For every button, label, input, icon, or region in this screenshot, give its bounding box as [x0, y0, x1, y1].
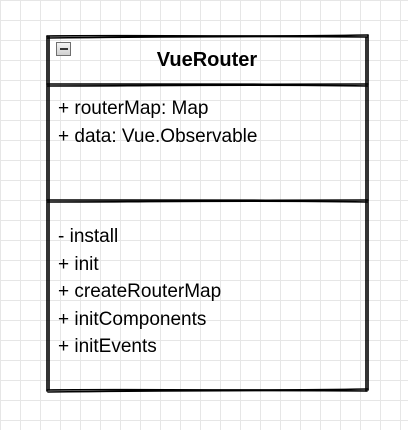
- attribute-list: + routerMap: Map + data: Vue.Observable: [58, 95, 257, 150]
- method-list: - install + init + createRouterMap + ini…: [58, 223, 221, 361]
- method-item: - install: [58, 226, 119, 247]
- collapse-minus-icon[interactable]: [56, 42, 71, 56]
- attribute-item: + routerMap: Map: [58, 98, 209, 119]
- method-item: + initComponents: [58, 308, 207, 330]
- method-item: + initEvents: [58, 336, 157, 357]
- attribute-item: + data: Vue.Observable: [58, 125, 258, 147]
- method-item: + createRouterMap: [58, 281, 222, 302]
- class-name: VueRouter: [156, 48, 258, 71]
- method-item: + init: [58, 253, 99, 275]
